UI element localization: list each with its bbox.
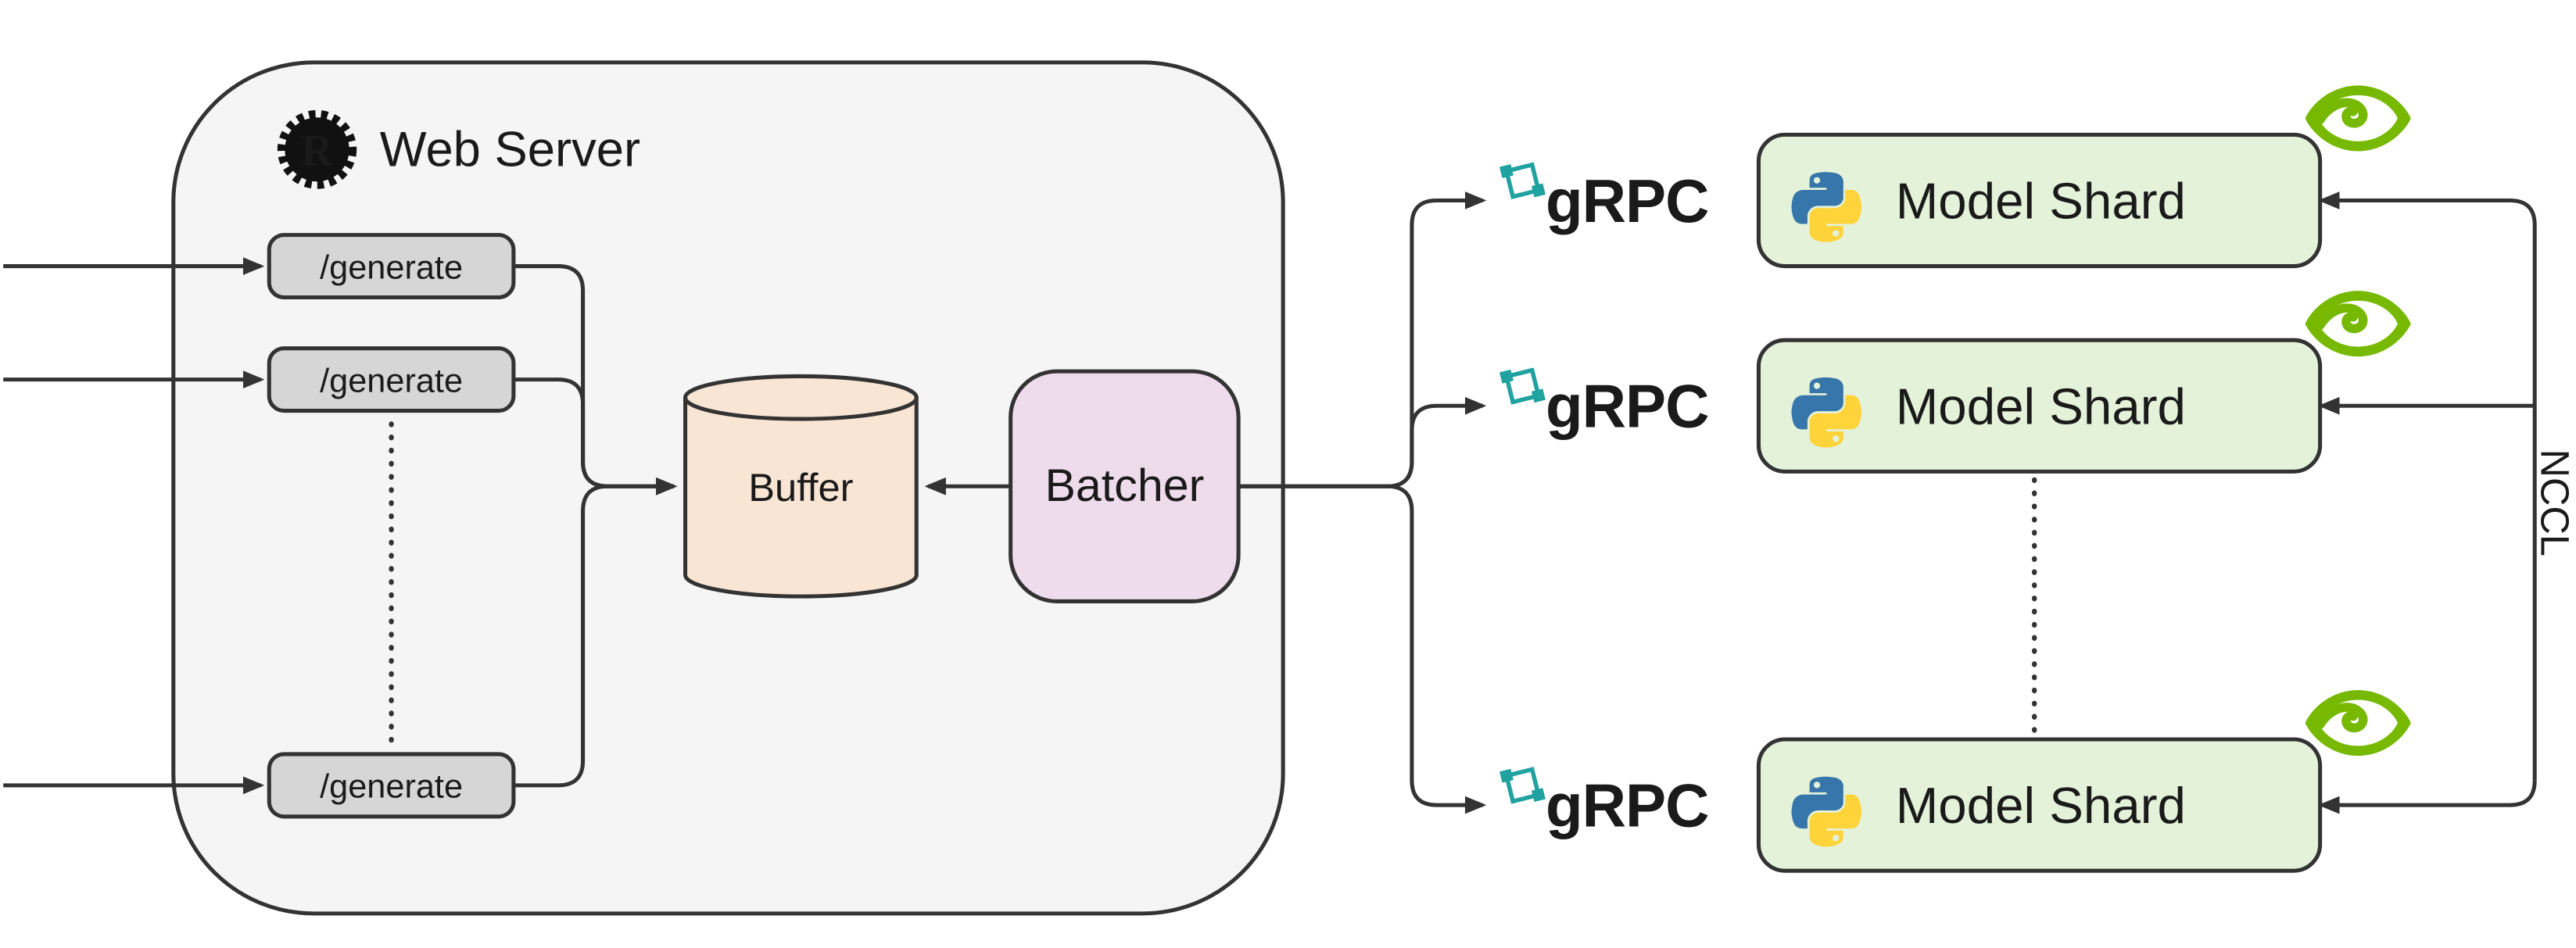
edge-batcher-grpc-2 <box>1238 396 1487 488</box>
batcher-node: Batcher <box>1009 369 1241 603</box>
model-shard-label-3: Model Shard <box>1896 777 2186 834</box>
edge-nccl-shard-1 <box>2318 191 2537 781</box>
model-shard-node-2 <box>1756 338 2323 474</box>
grpc-logo-icon <box>1499 363 1546 410</box>
nvidia-logo-icon <box>2306 690 2411 756</box>
nccl-label: NCCL <box>2533 449 2576 556</box>
endpoint-label-3: /generate <box>320 768 463 806</box>
model-shard-node-3 <box>1756 737 2323 873</box>
grpc-label-2: gRPC <box>1546 372 1708 441</box>
buffer-cylinder-top <box>683 374 919 421</box>
edge-generate3-buffer <box>513 477 678 788</box>
batcher-box <box>1009 369 1241 603</box>
edge-generate2-buffer <box>513 377 678 495</box>
endpoint-node-1 <box>267 233 516 300</box>
model-shard-node-1 <box>1756 132 2323 269</box>
grpc-endpoints: gRPC gRPC gRPC <box>1499 158 1710 840</box>
grpc-label-1: gRPC <box>1546 166 1708 235</box>
grpc-label-3: gRPC <box>1546 771 1708 840</box>
endpoint-node-3 <box>267 752 516 819</box>
grpc-logo-icon <box>1499 158 1546 204</box>
nvidia-logo-icon <box>2306 85 2411 151</box>
nvidia-logo-icon <box>2306 291 2411 356</box>
model-shards: Model Shard Model Shard Model Shard <box>1756 85 2411 873</box>
endpoint-node-2 <box>267 346 516 413</box>
batcher-label: Batcher <box>1044 460 1204 511</box>
buffer-label: Buffer <box>748 465 853 510</box>
model-shard-label-2: Model Shard <box>1896 378 2186 435</box>
buffer-node: Buffer <box>683 374 919 599</box>
web-server-title: Web Server <box>380 122 640 177</box>
edge-batcher-grpc-3 <box>1238 484 1487 814</box>
edge-nccl-shard-3 <box>2318 780 2537 814</box>
endpoint-nodes: /generate /generate /generate <box>267 233 516 819</box>
buffer-cylinder-body <box>683 397 919 599</box>
grpc-logo-icon <box>1499 763 1546 809</box>
model-shard-label-1: Model Shard <box>1896 173 2186 230</box>
endpoint-label-1: /generate <box>320 249 463 286</box>
edges <box>3 191 2537 814</box>
endpoint-label-2: /generate <box>320 362 463 399</box>
